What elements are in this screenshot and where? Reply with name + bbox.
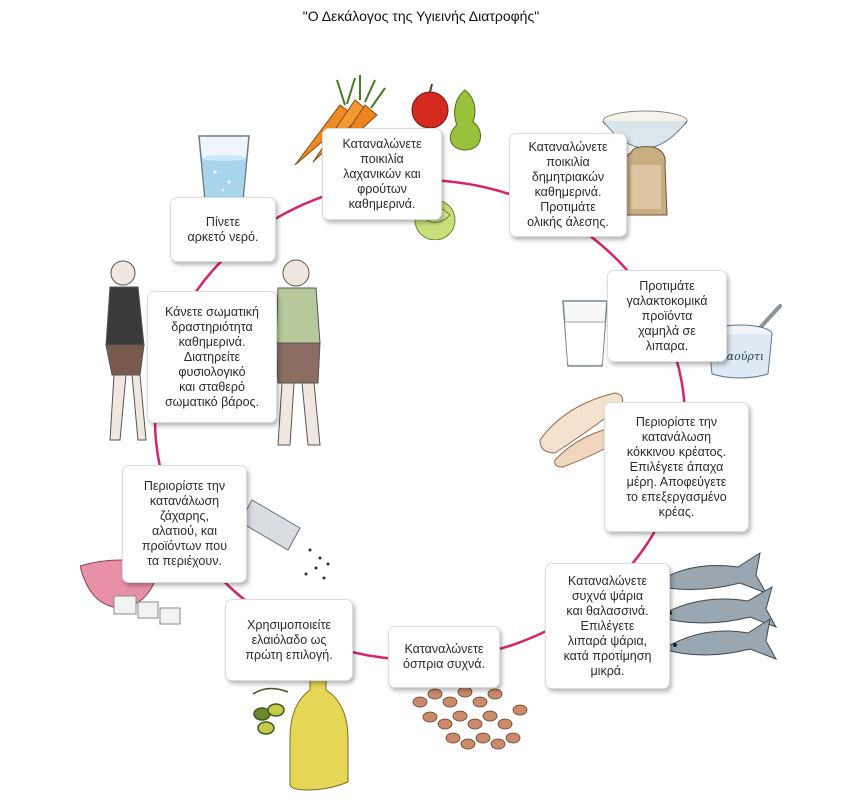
legumes-icon	[412, 686, 528, 750]
step-cereals: Καταναλώνετε ποικιλία δημητριακών καθημε…	[509, 133, 627, 237]
fish-icon	[651, 551, 778, 660]
olive-oil-icon	[252, 665, 349, 791]
milk-yogurt-icon	[562, 300, 608, 367]
step-fruits-vegetables: Καταναλώνετε ποικιλία λαχανικών και φρού…	[322, 128, 442, 220]
step-sugar-salt: Περιορίστε την κατανάλωση ζάχαρης, αλατι…	[122, 465, 247, 583]
step-water: Πίνετε αρκετό νερό.	[170, 197, 276, 262]
step-red-meat: Περιορίστε την κατανάλωση κόκκινου κρέατ…	[604, 402, 749, 532]
step-fish: Καταναλώνετε συχνά ψάρια και θαλασσινά. …	[545, 563, 670, 689]
step-physical-activity: Κάνετε σωματική δραστηριότητα καθημερινά…	[147, 291, 277, 423]
step-olive-oil: Χρησιμοποιείτε ελαιόλαδο ως πρώτη επιλογ…	[225, 599, 353, 681]
step-legumes: Καταναλώνετε όσπρια συχνά.	[388, 626, 500, 688]
yogurt-label: γιαούρτι	[716, 350, 765, 363]
runners-icon	[105, 259, 321, 446]
step-dairy: Προτιμάτε γαλακτοκομικά προϊόντα χαμηλά …	[607, 270, 727, 362]
water-glass-icon	[198, 135, 250, 201]
page-title: "Ο Δεκάλογος της Υγιεινής Διατροφής"	[302, 8, 540, 24]
